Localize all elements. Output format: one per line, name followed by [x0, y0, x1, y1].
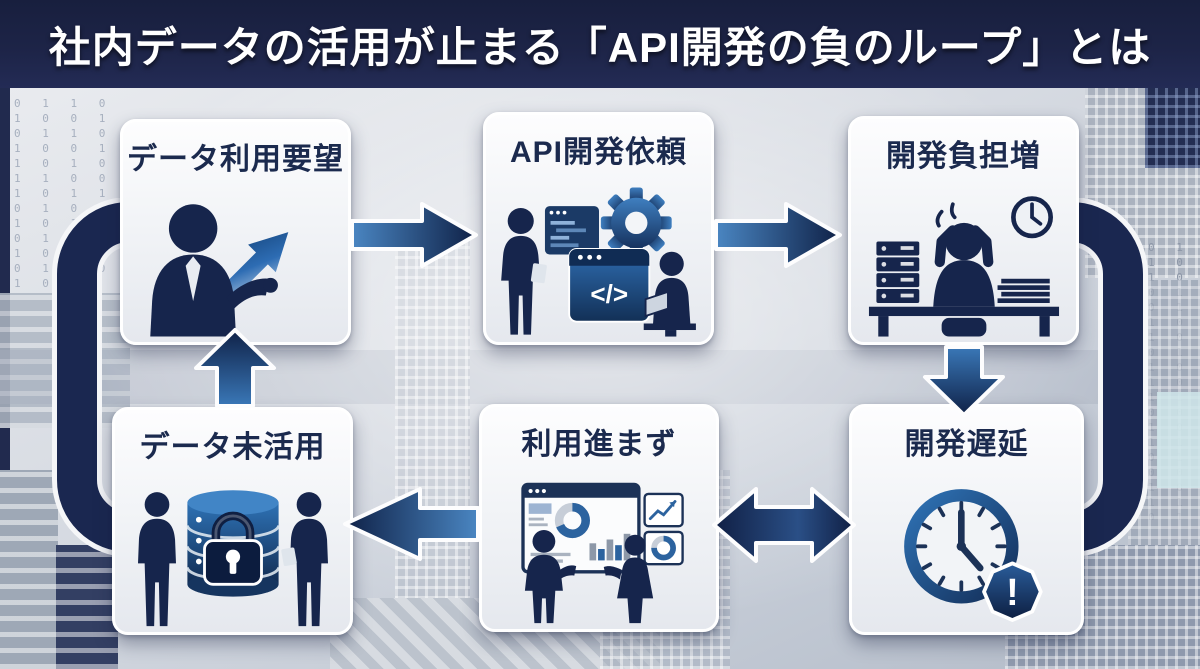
- dashboard-discussion-icon: [521, 482, 684, 624]
- api-development-request-icon: </>: [500, 187, 696, 337]
- node-data-request: データ利用要望: [120, 119, 351, 345]
- node-api-dev-request: API開発依頼: [483, 112, 714, 345]
- locked-database-icon: [137, 490, 328, 627]
- bg-building: [56, 545, 118, 669]
- exclamation-mark: !: [1006, 572, 1019, 614]
- node-label: 利用進まず: [521, 428, 677, 461]
- node-label: 開発負担増: [886, 140, 1041, 173]
- node-label: 開発遅延: [904, 428, 1029, 461]
- arrow-left-icon: [343, 487, 480, 561]
- arrow-right-icon: [350, 202, 478, 268]
- code-symbol: </>: [590, 279, 628, 309]
- arrow-down-icon: [923, 345, 1005, 417]
- node-data-unused: データ未活用: [112, 407, 353, 635]
- node-label: データ未活用: [139, 431, 326, 464]
- node-label: API開発依頼: [509, 136, 687, 169]
- arrow-right-icon: [714, 202, 842, 268]
- page-title: 社内データの活用が止まる「API開発の負のループ」とは: [48, 23, 1152, 71]
- overworked-developer-icon: [868, 196, 1059, 337]
- node-usage-stalled: 利用進まず: [479, 404, 719, 632]
- node-dev-delay: 開発遅延: [849, 404, 1084, 635]
- bg-building: [1145, 88, 1200, 168]
- bg-accent-block: [1157, 392, 1200, 488]
- title-bar: 社内データの活用が止まる「API開発の負のループ」とは: [0, 0, 1200, 88]
- arrow-up-icon: [194, 328, 276, 408]
- diagram-canvas: 0 1 1 0 1 0 0 1 0 1 1 0 1 0 0 1 1 0 1 0 …: [0, 88, 1200, 669]
- businessman-rising-arrow-icon: [149, 204, 288, 337]
- arrow-double-horizontal-icon: [712, 487, 856, 563]
- node-label: データ利用要望: [127, 143, 344, 176]
- node-dev-burden: 開発負担増: [848, 116, 1079, 345]
- clock-warning-icon: !: [903, 489, 1043, 622]
